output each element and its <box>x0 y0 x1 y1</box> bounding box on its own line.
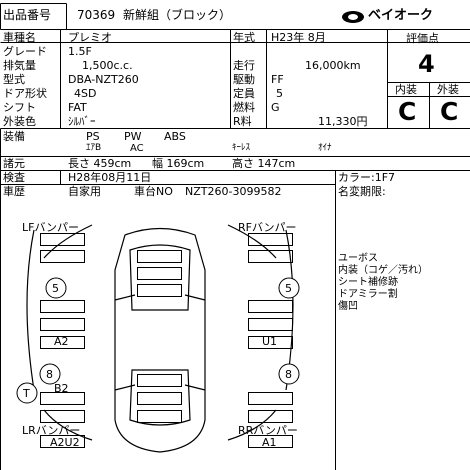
color-code: カラー:1F7 <box>338 171 396 184</box>
doors-value: 4SD <box>74 87 97 100</box>
damage-left-b2: B2 <box>54 382 69 395</box>
side-marker <box>16 382 38 404</box>
page-title: 新鮮組（ブロック） <box>123 8 232 22</box>
history-value: 自家用 <box>68 185 101 198</box>
rf-tire-marker <box>278 277 300 299</box>
side-mark: T <box>23 387 30 400</box>
vin-label: 車台NO <box>134 185 173 198</box>
lot-label: 出品番号 <box>3 8 52 22</box>
year-value: H23年 8月 <box>271 31 326 44</box>
brand-logo: ベイオーク <box>368 8 434 23</box>
color-label: 外装色 <box>3 115 36 128</box>
color-value: ｼﾙﾊﾞｰ <box>68 115 96 128</box>
note-4: 傷凹 <box>338 301 358 312</box>
grade-label: グレード <box>3 45 47 58</box>
grade-value: 1.5F <box>68 45 92 58</box>
inspection-label: 検査 <box>3 171 25 184</box>
note-1: 内装（コゲ／汚れ） <box>338 265 428 276</box>
capacity-label: 定員 <box>233 87 255 100</box>
lot-number: 70369 <box>77 8 116 22</box>
eval-score: 4 <box>418 50 435 78</box>
equipment-owner: ｵｲﾅ <box>318 143 332 153</box>
note-0: ユーボス <box>338 253 378 264</box>
history-label: 車歴 <box>3 185 25 198</box>
inspection-value: H28年08月11日 <box>68 171 152 184</box>
type-label: 型式 <box>3 73 25 86</box>
mileage-label: 走行 <box>233 59 255 72</box>
equipment-ac: AC <box>130 143 144 154</box>
recycle-label: R料 <box>233 115 252 128</box>
car-outline <box>26 224 294 453</box>
shift-value: FAT <box>68 101 87 114</box>
lr-bumper-label: LRバンパー <box>22 424 81 437</box>
rr-tire-value: 8 <box>285 368 292 381</box>
equipment-ps: PS <box>86 130 100 143</box>
drive-label: 駆動 <box>233 73 255 86</box>
rr-bumper-label: RRバンパー <box>238 424 298 437</box>
damage-lr-bumper: A2U2 <box>50 436 80 449</box>
model-label: 車種名 <box>3 31 36 44</box>
lf-tire-marker <box>45 277 67 299</box>
displacement-label: 排気量 <box>3 59 36 72</box>
doors-label: ドア形状 <box>3 87 47 100</box>
lr-tire-value: 8 <box>46 368 53 381</box>
note-2: シート補修跡 <box>338 277 398 288</box>
dims-label: 諸元 <box>3 157 25 170</box>
drive-value: FF <box>271 73 284 86</box>
exterior-label: 外装 <box>437 83 459 96</box>
fuel-label: 燃料 <box>233 101 255 114</box>
rf-tire-value: 5 <box>285 282 292 295</box>
equipment-pw: PW <box>124 130 142 143</box>
dims-length: 長さ 459cm <box>68 157 132 170</box>
damage-left-a2: A2 <box>54 335 69 348</box>
recycle-value: 11,330円 <box>318 115 368 128</box>
mileage-value: 16,000km <box>305 59 361 72</box>
equipment-keyless: ｷｰﾚｽ <box>232 143 251 153</box>
interior-score: C <box>398 97 417 126</box>
dims-width: 幅 169cm <box>152 157 205 170</box>
damage-right-u1: U1 <box>262 335 278 348</box>
capacity-value: 5 <box>276 87 283 100</box>
eval-label: 評価点 <box>406 32 439 45</box>
name-change: 名変期限: <box>338 185 386 198</box>
lf-bumper-label: LFバンパー <box>22 221 80 234</box>
shift-label: シフト <box>3 101 36 114</box>
damage-rr-bumper: A1 <box>262 436 277 449</box>
type-value: DBA-NZT260 <box>68 73 139 86</box>
lr-tire-marker <box>39 363 61 385</box>
exterior-score: C <box>440 97 459 126</box>
rr-tire-marker <box>278 363 300 385</box>
fuel-value: G <box>271 101 280 114</box>
year-label: 年式 <box>233 31 255 44</box>
lf-tire-value: 5 <box>52 282 59 295</box>
equipment-abs: ABS <box>164 130 186 143</box>
equipment-airbag: ｴｱB <box>86 143 102 153</box>
brand-logo-icon <box>342 11 364 23</box>
rf-bumper-label: RFバンパー <box>238 221 297 234</box>
displacement-value: 1,500c.c. <box>82 59 133 72</box>
model-value: プレミオ <box>68 31 112 44</box>
vin-value: NZT260-3099582 <box>185 185 282 198</box>
equipment-label: 装備 <box>3 130 25 143</box>
dims-height: 高さ 147cm <box>232 157 296 170</box>
note-3: ドアミラー割 <box>338 289 398 300</box>
interior-label: 内装 <box>395 83 417 96</box>
